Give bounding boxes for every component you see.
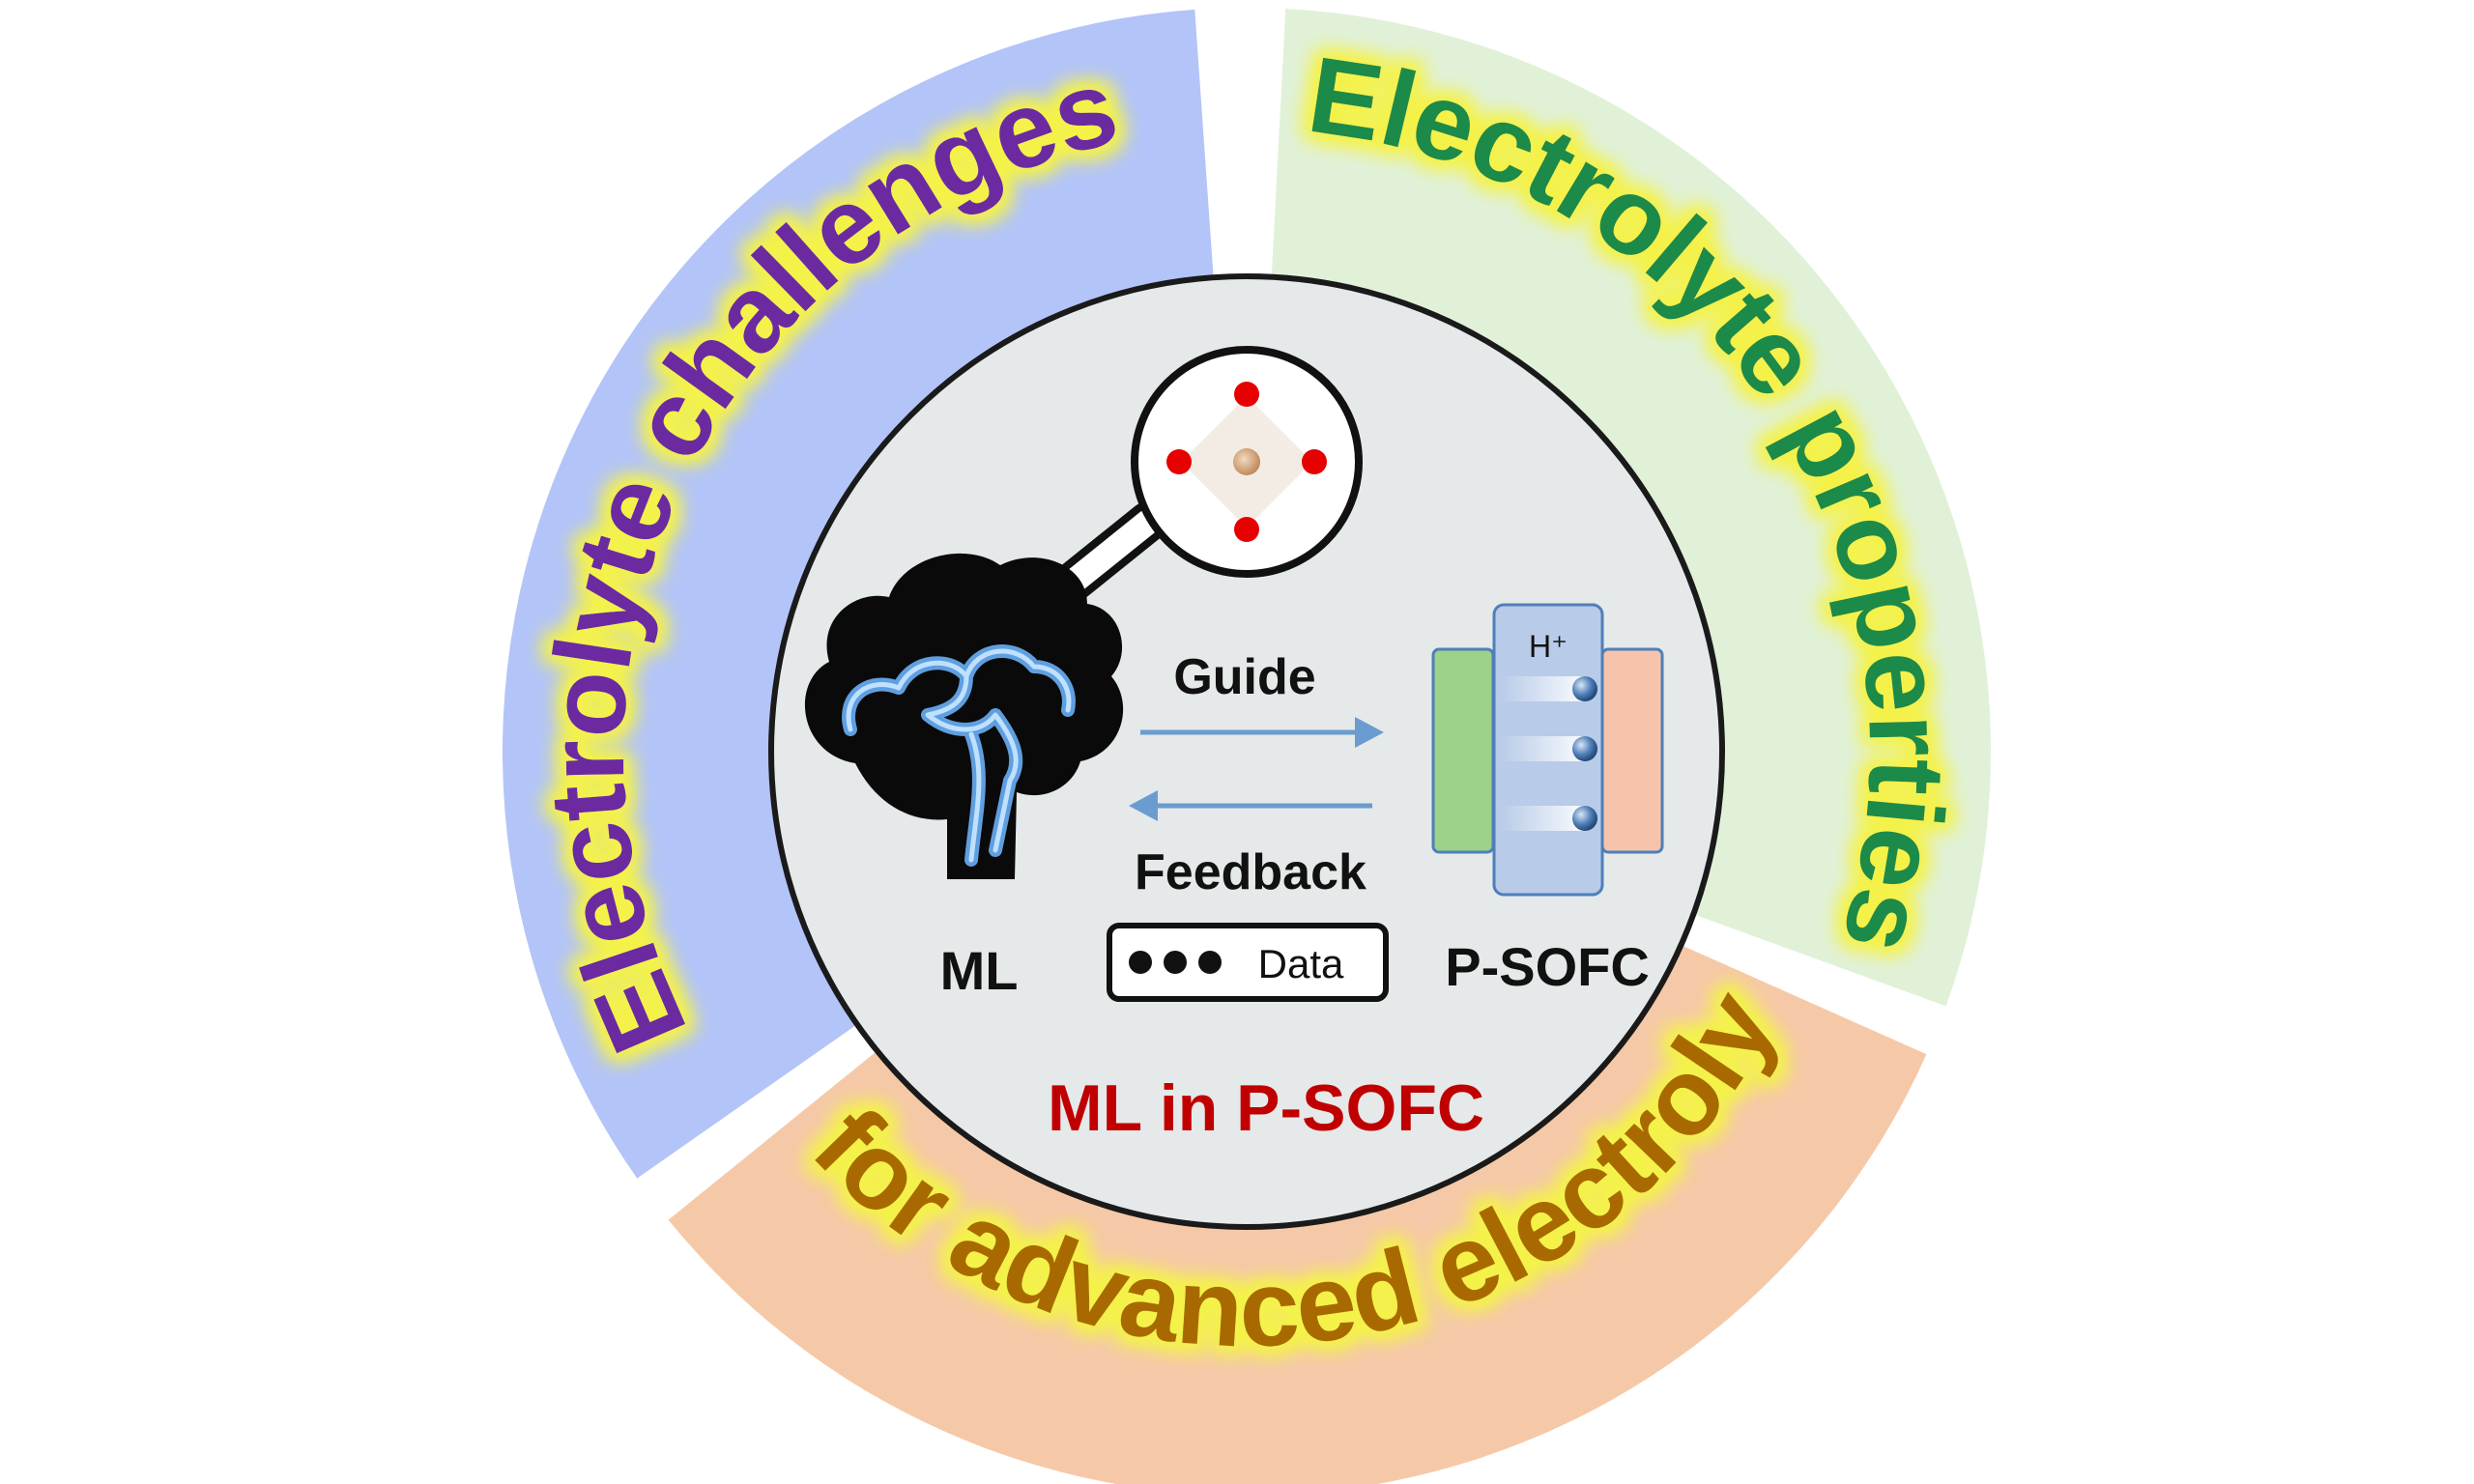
data-dot	[1164, 951, 1187, 974]
cathode-layer	[1431, 647, 1495, 854]
data-dot	[1198, 951, 1222, 974]
ml-label: ML	[940, 940, 1019, 1001]
oxygen-atom	[1166, 449, 1192, 474]
fuel-cell-icon: H⁺	[1431, 603, 1664, 897]
feedback-label: Feedback	[1135, 844, 1366, 900]
guide-arrow	[1140, 717, 1384, 748]
data-label: Data	[1258, 941, 1344, 986]
anode-layer	[1600, 647, 1664, 854]
proton-trail	[1500, 806, 1597, 831]
data-box: Data	[1107, 923, 1389, 1002]
proton-trail	[1500, 676, 1597, 701]
proton-label: H⁺	[1529, 629, 1568, 664]
center-circle	[768, 273, 1725, 1230]
oxygen-atom	[1234, 382, 1259, 407]
segment-ml-advanced-electrolytes	[668, 945, 1927, 1484]
guide-label: Guide	[1173, 649, 1315, 705]
feedback-arrow	[1129, 790, 1372, 821]
brain-icon	[804, 553, 1124, 879]
oxygen-atom	[1302, 449, 1327, 474]
oxygen-atom	[1234, 517, 1259, 542]
center-title: ML in P-SOFC	[1048, 1071, 1484, 1145]
segment-electrolyte-properties	[1271, 9, 1991, 1007]
proton-trail	[1500, 736, 1597, 761]
psofc-label: P-SOFC	[1445, 936, 1650, 997]
segment-electrolyte-challenges	[503, 9, 1214, 1179]
data-dot	[1129, 951, 1152, 974]
